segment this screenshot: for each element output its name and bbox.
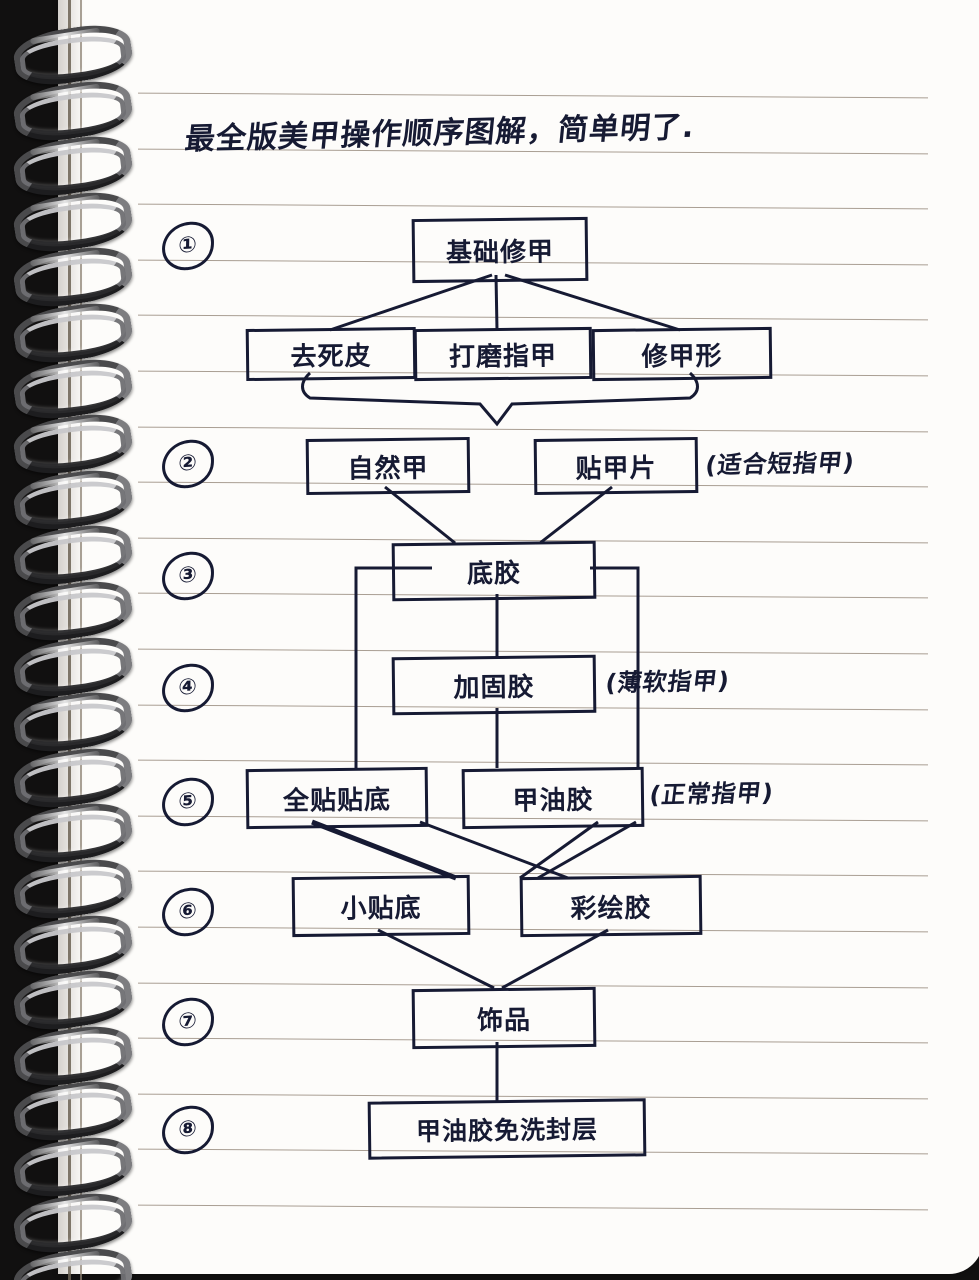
node-ornaments[interactable]: 饰品 [411, 986, 597, 1050]
spiral-coil [10, 1131, 136, 1203]
node-small-base[interactable]: 小贴底 [291, 874, 471, 938]
spiral-coil [10, 241, 136, 314]
annotation-short-nails: (适合短指甲) [703, 448, 857, 480]
node-top-coat[interactable]: 甲油胶免洗封层 [367, 1098, 647, 1160]
node-tip-extension[interactable]: 贴甲片 [533, 437, 699, 495]
spiral-coil [10, 1019, 136, 1092]
spiral-coil [10, 630, 136, 703]
annotation-normal-nails: (正常指甲) [647, 778, 776, 810]
spiral-coil [10, 1075, 136, 1148]
paper-sheet [58, 0, 979, 1274]
node-full-wrap-base[interactable]: 全贴贴底 [245, 766, 429, 830]
spiral-coil [10, 185, 136, 258]
node-polish-gel[interactable]: 甲油胶 [461, 766, 645, 830]
node-paint-gel[interactable]: 彩绘胶 [519, 874, 703, 938]
spiral-coil [10, 130, 136, 203]
spiral-coil [10, 964, 136, 1037]
margin-line [80, 0, 82, 1280]
node-builder-gel[interactable]: 加固胶 [391, 654, 597, 716]
spiral-coil [10, 19, 136, 91]
spiral-coil [10, 686, 136, 759]
spiral-coil [10, 1186, 136, 1259]
node-base-trim[interactable]: 基础修甲 [411, 216, 589, 284]
spiral-coil [10, 74, 136, 147]
node-buff-nail[interactable]: 打磨指甲 [413, 326, 593, 382]
spiral-coil [10, 352, 136, 425]
spiral-binding [0, 0, 136, 1280]
spiral-coil [10, 908, 136, 981]
node-base-gel[interactable]: 底胶 [391, 540, 597, 602]
spiral-coil [10, 408, 136, 481]
spiral-coil [10, 797, 136, 870]
spiral-coil [10, 1242, 136, 1280]
binding-thread [68, 0, 71, 1280]
node-natural-nail[interactable]: 自然甲 [305, 437, 471, 495]
annotation-thin-soft-nails: (薄软指甲) [603, 666, 732, 698]
spiral-coil [10, 741, 136, 814]
spiral-coil [10, 853, 136, 925]
spiral-coil [10, 297, 136, 369]
node-remove-cuticle[interactable]: 去死皮 [245, 326, 417, 382]
spiral-coil [10, 463, 136, 536]
spiral-coil [10, 519, 136, 592]
node-shape-nail[interactable]: 修甲形 [591, 326, 773, 382]
spiral-coil [10, 575, 136, 647]
